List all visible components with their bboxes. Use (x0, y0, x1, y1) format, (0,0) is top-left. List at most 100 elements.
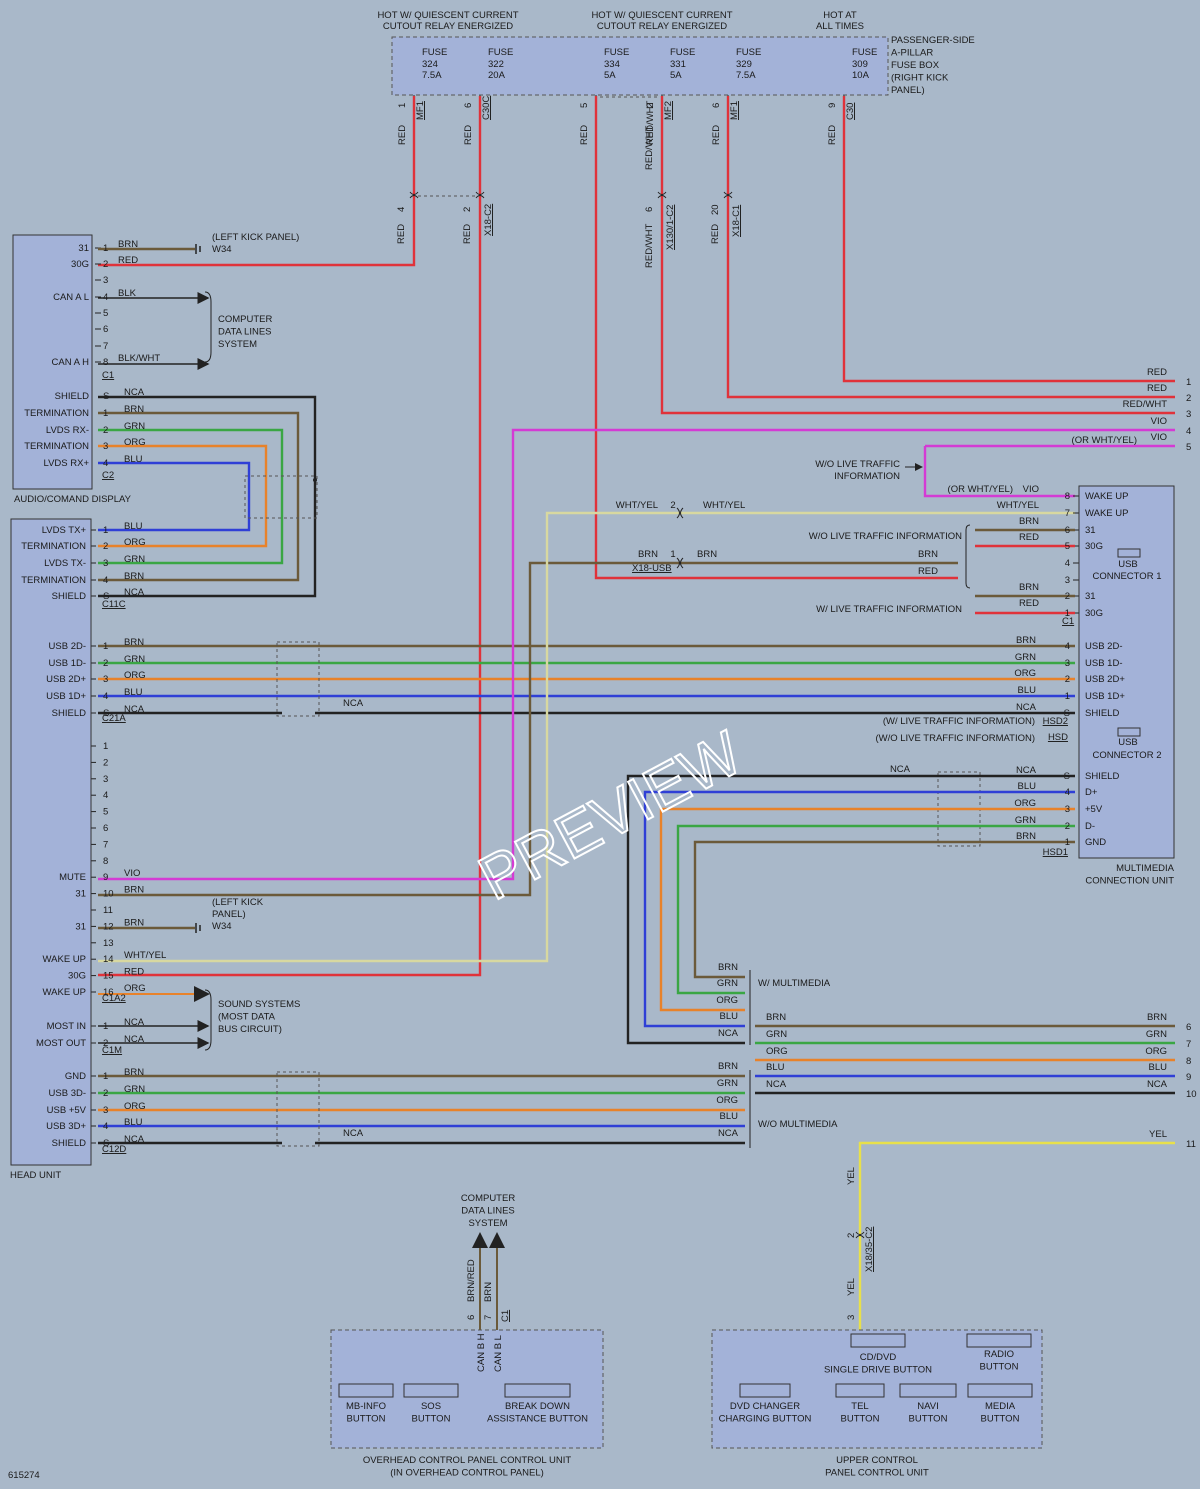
yel-inline-connector (855, 1231, 865, 1239)
c11c-pin-name: TERMINATION (21, 541, 86, 552)
c21a-shield-outline (276, 641, 320, 717)
fuse-number: 334 (604, 59, 620, 70)
c12d-pin-number: 4 (103, 1121, 108, 1132)
inline-c5-color: YEL (846, 1278, 857, 1296)
display-data-brace (204, 291, 212, 363)
c11c-pin-number: 4 (103, 575, 108, 586)
mcu-hsd1-pin-name: +5V (1085, 804, 1103, 815)
mcu-pin8-note: (OR WHT/YEL) (948, 484, 1013, 495)
overhead-button-label: BREAK DOWN (505, 1401, 570, 1412)
c12d-pin-number: 2 (103, 1088, 108, 1099)
right-edge-lower-pin: 8 (1186, 1056, 1191, 1067)
c11c-pin-number: 1 (103, 525, 108, 536)
c1a2-pin-number: 14 (103, 954, 114, 965)
display-data-lines-text: DATA LINES (218, 327, 272, 338)
right-edge-color: VIO (1151, 432, 1167, 443)
c1a2-pin-name: 30G (68, 971, 86, 982)
right-edge-lower-color: GRN (1146, 1029, 1167, 1040)
display-c2-pin-name: LVDS RX+ (44, 458, 90, 469)
overhead-pin6-number: 6 (466, 1315, 477, 1320)
sound-brace (204, 989, 212, 1051)
c1m-pin-name: MOST OUT (36, 1038, 86, 1049)
fuse-wire-color: RED (463, 125, 474, 145)
mcu-hsd1-pin-name: SHIELD (1085, 771, 1119, 782)
right-edge-lower-pin: 10 (1186, 1089, 1197, 1100)
c1a2-pin-name: MUTE (59, 872, 86, 883)
fuse-number: 329 (736, 59, 752, 70)
fuse-pin: 5 (579, 103, 590, 108)
c12d-right-color: BRN (718, 1061, 738, 1072)
mcu-pin8-color: VIO (1023, 484, 1039, 495)
fuse-wire-color: RED (827, 125, 838, 145)
c1a2-pin-number: 13 (103, 938, 114, 949)
c1a2-31-wire (98, 561, 958, 897)
mcu-hsd-wire-color: BRN (1016, 635, 1036, 646)
mcu-hsd1-pin-name: D- (1085, 821, 1095, 832)
mcu-hsd1-pin-number: 1 (1065, 837, 1070, 848)
inline-c4-name: X18-C1 (731, 205, 742, 237)
right-edge-lower-color-left: BLU (766, 1062, 785, 1073)
overhead-pin6-color: BRN/RED (466, 1259, 477, 1302)
mcu-top-pin-number: 2 (1065, 591, 1070, 602)
right-edge-lower-color-left: GRN (766, 1029, 787, 1040)
header-2a: HOT W/ QUIESCENT CURRENT (591, 10, 732, 21)
fuse-pin: 2 (645, 103, 656, 108)
c21a-wire-color: ORG (124, 670, 146, 681)
display-c2-pin-number: 3 (103, 441, 108, 452)
shield-dot (313, 478, 317, 482)
c1a2-pin-number: 3 (103, 774, 108, 785)
mcu-hsd-pin-name: USB 1D+ (1085, 691, 1125, 702)
c1a2-pin-number: 8 (103, 856, 108, 867)
c11c-wire-color: BRN (124, 571, 144, 582)
display-c2-wire-color: BRN (124, 404, 144, 415)
display-c1-pin-number: 8 (103, 357, 108, 368)
mcu-hsd1-wire-color: BRN (1016, 831, 1036, 842)
display-c1-label: C1 (102, 370, 114, 381)
inline-c4-color: RED (710, 224, 721, 244)
c1a2-wire-color: VIO (124, 868, 140, 879)
header-1b: CUTOUT RELAY ENERGIZED (383, 21, 513, 32)
right-edge-pin: 1 (1186, 377, 1191, 388)
c12d-pin-number: S (103, 1138, 109, 1149)
overhead-pin7-name: CAN B L (493, 1335, 504, 1372)
right-edge-lower-pin: 7 (1186, 1039, 1191, 1050)
display-c1-pin-number: 2 (103, 259, 108, 270)
w-multimedia-color: GRN (717, 978, 738, 989)
right-edge-pin: 5 (1186, 442, 1191, 453)
splice-brn-right: BRN (918, 549, 938, 560)
inline-connector-mark (657, 191, 667, 199)
display-data-lines-text: SYSTEM (218, 339, 257, 350)
lvds-blu (98, 461, 251, 532)
inline-c2-pin: 2 (462, 207, 473, 212)
display-c1-wire-color: BRN (118, 239, 138, 250)
wire-fuse309 (842, 96, 1175, 383)
c12d-shield-outline (276, 1071, 320, 1147)
upper-button (835, 1383, 885, 1398)
mcu-hsd-pin-name: USB 2D+ (1085, 674, 1125, 685)
c21a-wire-color: NCA (124, 704, 145, 715)
head-unit-box (10, 518, 92, 1166)
mcu-hsd1-pin-number: 2 (1065, 821, 1070, 832)
mcu-hsd-wire-color: GRN (1015, 652, 1036, 663)
overhead-title: OVERHEAD CONTROL PANEL CONTROL UNIT (363, 1455, 572, 1466)
display-title: AUDIO/COMAND DISPLAY (14, 494, 132, 505)
right-edge-yel-color: YEL (1149, 1129, 1167, 1140)
sound-systems-text: (MOST DATA (218, 1012, 276, 1023)
c12d-wire-color: BRN (124, 1067, 144, 1078)
fuse-amperage: 7.5A (736, 70, 756, 81)
whtyel-left: WHT/YEL (616, 500, 658, 511)
usb1-line2: CONNECTOR 1 (1093, 571, 1162, 582)
mcu-pin2-color: BRN (1019, 582, 1039, 593)
display-c2-pin-name: SHIELD (55, 391, 89, 402)
upper-button-label: BUTTON (909, 1414, 948, 1425)
overhead-button (338, 1383, 394, 1398)
c1m-pin-number: 1 (103, 1021, 108, 1032)
c1a2-pin-name: 31 (75, 889, 86, 900)
c21a-pin-name: USB 2D- (49, 641, 86, 652)
fuse-label: FUSE (670, 47, 695, 58)
c21a-pin-name: SHIELD (52, 708, 86, 719)
hsd1-brn-wire (693, 840, 1075, 979)
right-edge-lower-pin: 9 (1186, 1072, 1191, 1083)
usb2-line2: CONNECTOR 2 (1093, 750, 1162, 761)
c11c-pin-number: S (103, 591, 109, 602)
